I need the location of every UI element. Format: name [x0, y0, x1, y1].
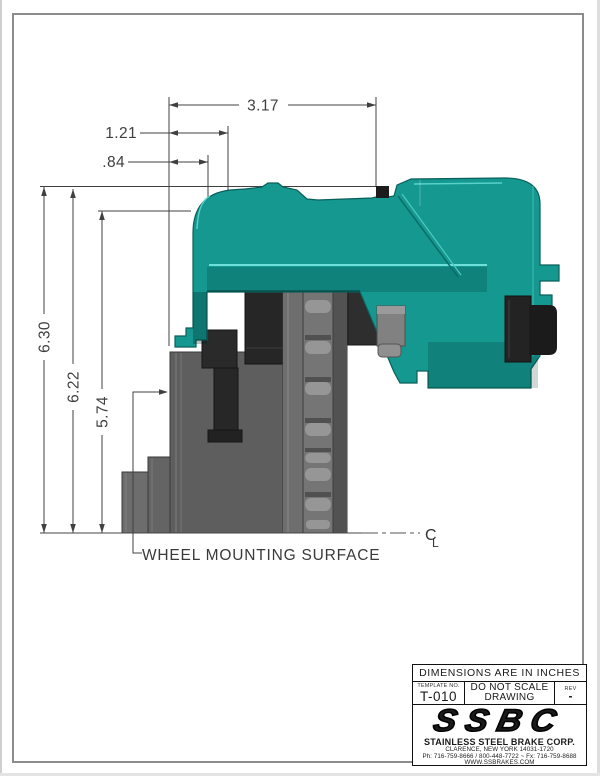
scale-note-line2: DRAWING [484, 692, 535, 703]
ssbc-logo: SSBC [430, 703, 569, 739]
company-address: CLARENCE, NEW YORK 14031-1720 [445, 746, 554, 753]
wheel-mounting-surface-leader [132, 389, 168, 554]
scan-edge-right [597, 0, 600, 776]
title-block: DIMENSIONS ARE IN INCHES TEMPLATE NO. T-… [412, 664, 587, 766]
template-number: T-010 [419, 688, 458, 704]
title-block-row2: TEMPLATE NO. T-010 DO NOT SCALE DRAWING … [413, 682, 586, 705]
dim-width-0-84: .84 [102, 154, 125, 171]
scan-edge-bottom [0, 773, 600, 776]
brake-caliper [174, 177, 560, 389]
piston-boot [504, 295, 557, 363]
rotor-vane-shadows [305, 335, 331, 497]
page-border [12, 13, 584, 763]
rev-label: REV [564, 686, 577, 692]
rev-value: - [568, 689, 573, 703]
scan-edge-left [0, 0, 2, 776]
inner-piston-hardware [376, 305, 406, 358]
dimension-labels: 3.17 1.21 .84 6.30 6.22 5.74 WHEEL MOUNT… [37, 98, 380, 565]
revision-cell: REV - [555, 682, 586, 704]
dim-height-6-30: 6.30 [37, 321, 54, 353]
caliper-bracket-outer-pad [201, 291, 288, 443]
dimension-lines [43, 104, 376, 533]
do-not-scale-cell: DO NOT SCALE DRAWING [464, 682, 555, 704]
dim-height-5-74: 5.74 [95, 396, 112, 428]
scale-note-line1: DO NOT SCALE [470, 682, 549, 693]
svg-text:L: L [432, 536, 439, 550]
brake-line-fitting [376, 186, 389, 198]
dim-width-1-21: 1.21 [105, 125, 137, 142]
company-block: SSBC STAINLESS STEEL BRAKE CORP. CLARENC… [413, 703, 586, 766]
template-label: TEMPLATE NO. [417, 682, 460, 689]
template-number-cell: TEMPLATE NO. T-010 [413, 682, 464, 704]
centerline-symbol: C L [425, 527, 439, 550]
dim-width-3-17: 3.17 [247, 98, 279, 115]
baseline-and-centerline: C L [40, 527, 439, 550]
brake-rotor [282, 291, 348, 534]
dimension-arrowheads [41, 102, 376, 533]
hub-hat [121, 351, 284, 534]
company-website: WWW.SSBRAKES.COM [464, 759, 535, 767]
svg-text:C: C [425, 527, 437, 544]
wheel-mounting-surface-label: WHEEL MOUNTING SURFACE [142, 547, 380, 564]
company-name: STAINLESS STEEL BRAKE CORP. [424, 737, 575, 747]
company-phone: Ph: 716-759-8666 / 800-448-7722 ~ Fx: 71… [422, 752, 577, 760]
rotor-vane-slots [305, 300, 331, 529]
dim-height-6-22: 6.22 [66, 371, 83, 403]
units-note: DIMENSIONS ARE IN INCHES [413, 665, 586, 682]
